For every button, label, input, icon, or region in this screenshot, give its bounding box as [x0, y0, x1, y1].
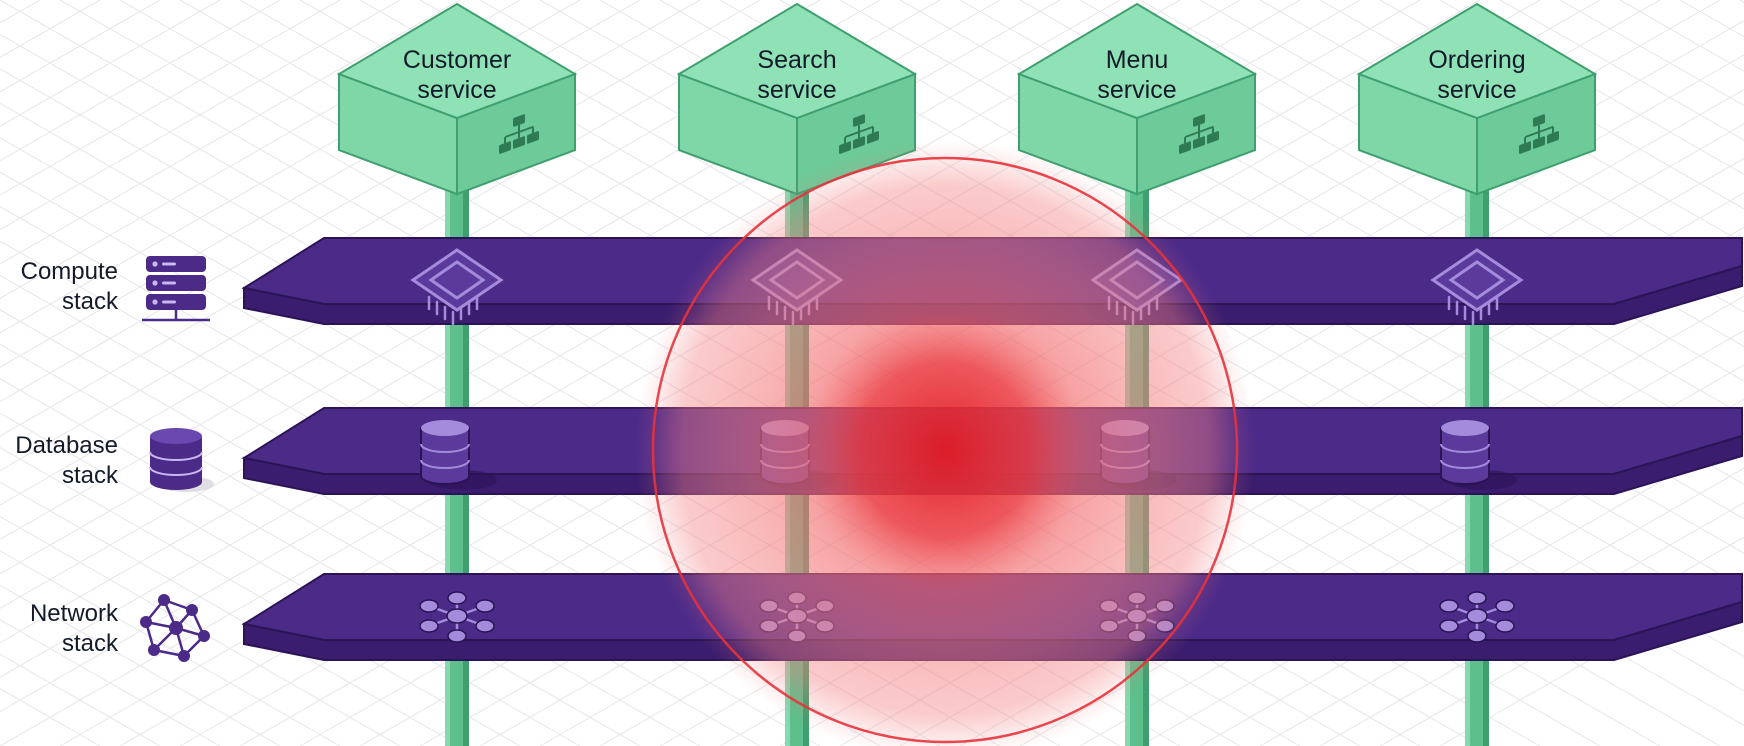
stack-label-line2: stack	[62, 630, 119, 657]
sitemap-icon	[1519, 114, 1559, 154]
database-icon	[1440, 420, 1517, 490]
stack-label-compute: Compute stack	[21, 258, 119, 315]
service-label-line2: service	[1097, 76, 1176, 104]
sitemap-icon	[499, 114, 539, 154]
database-icon	[149, 428, 214, 492]
stack-label-line1: Network	[30, 600, 119, 627]
stack-label-database: Database stack	[15, 432, 119, 489]
database-icon	[420, 420, 497, 490]
service-label-line2: service	[1437, 76, 1516, 104]
server-rack-icon	[142, 256, 210, 322]
service-label-line2: service	[417, 76, 496, 104]
stack-labels: Compute stack Database stack Network sta…	[15, 258, 119, 657]
network-hub-icon	[419, 591, 495, 643]
stack-label-line2: stack	[62, 288, 119, 315]
cpu-chip-icon	[410, 248, 504, 326]
cpu-chip-icon	[1430, 248, 1524, 326]
sitemap-icon	[1179, 114, 1219, 154]
network-hub-icon	[1439, 591, 1515, 643]
blast-radius-circle	[651, 156, 1239, 744]
stack-label-line1: Compute	[21, 258, 118, 285]
blast-radius-zone	[635, 140, 1255, 746]
service-label-line2: service	[757, 76, 836, 104]
service-label-line1: Ordering	[1428, 46, 1525, 74]
stack-label-line1: Database	[15, 432, 118, 459]
stack-label-line2: stack	[62, 462, 119, 489]
service-boxes: CustomerserviceSearchserviceMenuserviceO…	[336, 2, 1598, 196]
network-mesh-icon	[140, 594, 210, 662]
service-label-line1: Customer	[403, 46, 511, 74]
stack-icons	[140, 256, 214, 662]
sitemap-icon	[839, 114, 879, 154]
stack-label-network: Network stack	[30, 600, 119, 657]
service-label-line1: Menu	[1106, 46, 1169, 74]
service-label-line1: Search	[757, 46, 836, 74]
